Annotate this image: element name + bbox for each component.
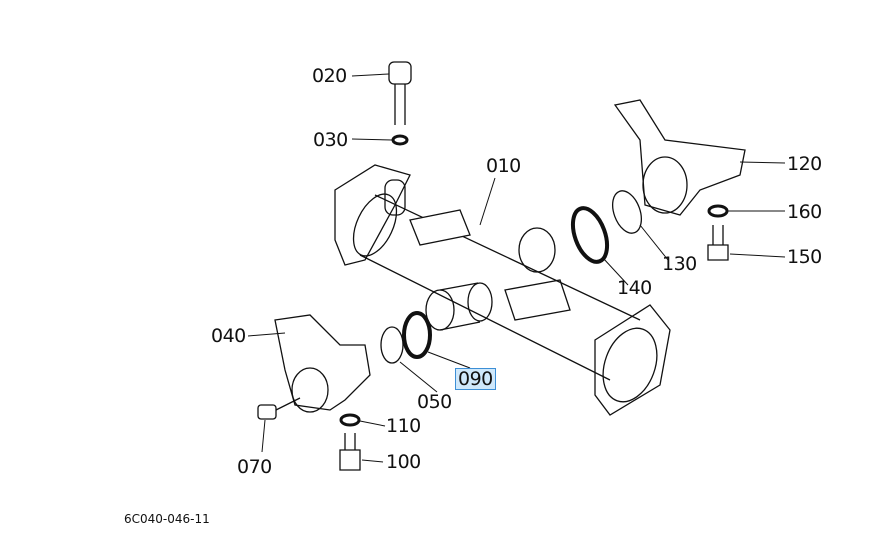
oring-030 [391, 134, 409, 146]
callout-090-selected[interactable]: 090 [455, 368, 496, 390]
callout-130[interactable]: 130 [662, 253, 697, 275]
bushing [425, 282, 493, 331]
bracket-040 [274, 314, 371, 413]
callout-140[interactable]: 140 [617, 277, 652, 299]
callout-070[interactable]: 070 [237, 456, 272, 478]
callout-040[interactable]: 040 [211, 325, 246, 347]
ring-130 [612, 190, 642, 234]
callout-010[interactable]: 010 [486, 155, 521, 177]
bolt-150 [707, 225, 729, 261]
callout-150[interactable]: 150 [787, 246, 822, 268]
washer-110 [339, 413, 361, 427]
callout-030[interactable]: 030 [313, 129, 348, 151]
leader-lines [247, 73, 786, 463]
bolt-100 [339, 433, 361, 471]
callout-050[interactable]: 050 [417, 391, 452, 413]
oring-140 [570, 206, 610, 264]
diagram-code: 6C040-046-11 [124, 512, 210, 526]
ring-050 [380, 326, 404, 364]
callout-110[interactable]: 110 [386, 415, 421, 437]
knuckle-120 [613, 99, 746, 216]
axle-housing-010 [334, 164, 671, 416]
fitting-070 [257, 397, 301, 420]
oring-090 [402, 311, 432, 359]
washer-160 [707, 204, 729, 218]
callout-160[interactable]: 160 [787, 201, 822, 223]
callout-120[interactable]: 120 [787, 153, 822, 175]
callout-100[interactable]: 100 [386, 451, 421, 473]
callout-020[interactable]: 020 [312, 65, 347, 87]
plug-020 [388, 61, 412, 125]
